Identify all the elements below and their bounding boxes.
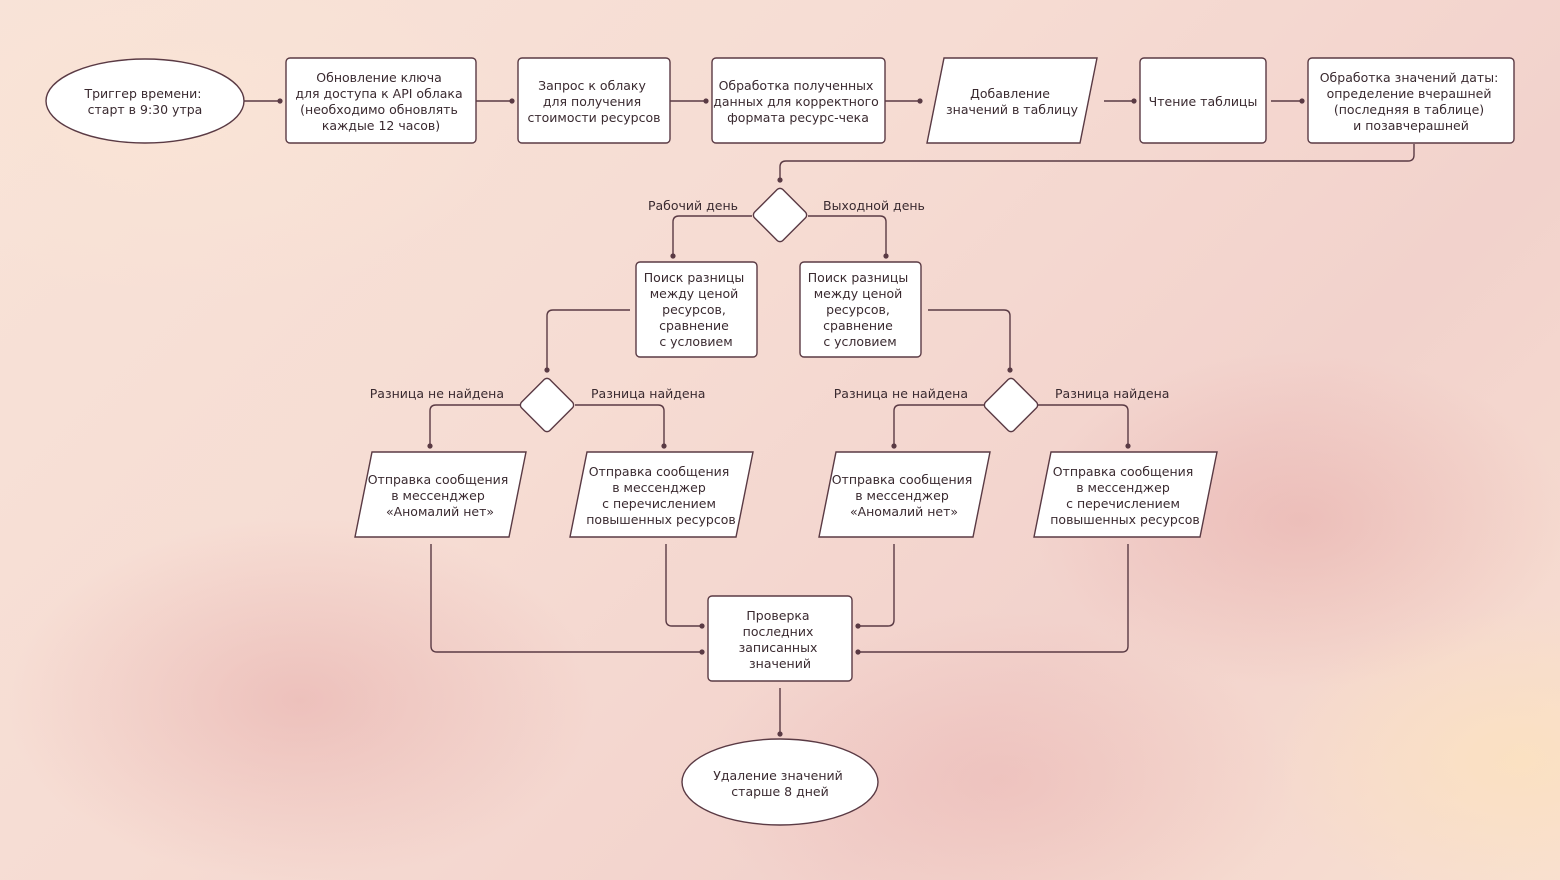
cloud-request-text: Запрос к облаку для получения стоимости …	[528, 78, 661, 125]
diff-left-box	[635, 261, 758, 358]
shapes	[45, 57, 1515, 826]
label-not-found-left: Разница не найдена	[370, 386, 504, 401]
edge-msg1-check	[430, 544, 702, 653]
date-processing-text: Обработка значений даты: определение вче…	[1320, 70, 1503, 133]
diff-right-box	[799, 261, 922, 358]
edge-diffleft-decision	[546, 309, 630, 370]
connector-dots	[277, 98, 1305, 737]
key-update-text: Обновление ключа для доступа к API облак…	[295, 70, 466, 133]
trigger-text: Триггер времени: старт в 9:30 утра	[83, 86, 205, 117]
label-found-right: Разница найдена	[1055, 386, 1169, 401]
diff-left-decision	[519, 377, 575, 433]
edge-msg3-check	[858, 544, 895, 627]
trigger-ellipse	[45, 58, 245, 144]
edges	[244, 100, 1415, 734]
node-texts: Триггер времени: старт в 9:30 утра Обнов…	[83, 70, 1503, 799]
edge-date-decision	[779, 144, 1415, 180]
process-data-text: Обработка полученных данных для корректн…	[713, 78, 883, 125]
check-last-box	[707, 595, 853, 682]
msg-raised-right-parallelogram	[1033, 451, 1218, 538]
edge-labels: Рабочий день Выходной день Разница не на…	[370, 198, 1170, 401]
msg-no-anomaly-right-text: Отправка сообщения в мессенджер «Аномали…	[832, 472, 977, 519]
edge-left-notfound	[429, 404, 520, 446]
label-weekend: Выходной день	[823, 198, 925, 213]
msg-no-anomaly-left-parallelogram	[354, 451, 527, 538]
add-values-parallelogram	[926, 57, 1098, 144]
delete-old-ellipse	[681, 738, 879, 826]
edge-diffright-decision	[928, 309, 1011, 370]
msg-raised-right-text: Отправка сообщения в мессенджер с перечи…	[1050, 464, 1200, 527]
date-processing-box	[1307, 57, 1515, 144]
msg-raised-left-text: Отправка сообщения в мессенджер с перечи…	[586, 464, 736, 527]
edge-msg4-check	[858, 544, 1129, 653]
edge-left-found	[575, 404, 665, 446]
check-last-text: Проверка последних записанных значений	[739, 608, 822, 671]
msg-raised-left-parallelogram	[569, 451, 754, 538]
delete-old-text: Удаление значений старше 8 дней	[713, 768, 847, 799]
day-type-decision	[752, 187, 808, 243]
add-values-text: Добавление значений в таблицу	[946, 86, 1079, 117]
diff-right-decision	[983, 377, 1039, 433]
cloud-request-box	[517, 57, 671, 144]
edge-decision-weekend	[808, 215, 887, 256]
edge-decision-workday	[672, 215, 752, 256]
read-table-text: Чтение таблицы	[1149, 94, 1258, 109]
label-found-left: Разница найдена	[591, 386, 705, 401]
edge-right-notfound	[893, 404, 984, 446]
edge-msg2-check	[665, 544, 702, 627]
diff-left-text: Поиск разницы между ценой ресурсов, срав…	[644, 270, 748, 349]
read-table-box	[1139, 57, 1267, 144]
msg-no-anomaly-left-text: Отправка сообщения в мессенджер «Аномали…	[368, 472, 513, 519]
key-update-box	[285, 57, 477, 144]
label-not-found-right: Разница не найдена	[834, 386, 968, 401]
process-data-box	[711, 57, 886, 144]
msg-no-anomaly-right-parallelogram	[818, 451, 991, 538]
diff-right-text: Поиск разницы между ценой ресурсов, срав…	[808, 270, 912, 349]
edge-right-found	[1038, 404, 1129, 446]
label-workday: Рабочий день	[648, 198, 738, 213]
